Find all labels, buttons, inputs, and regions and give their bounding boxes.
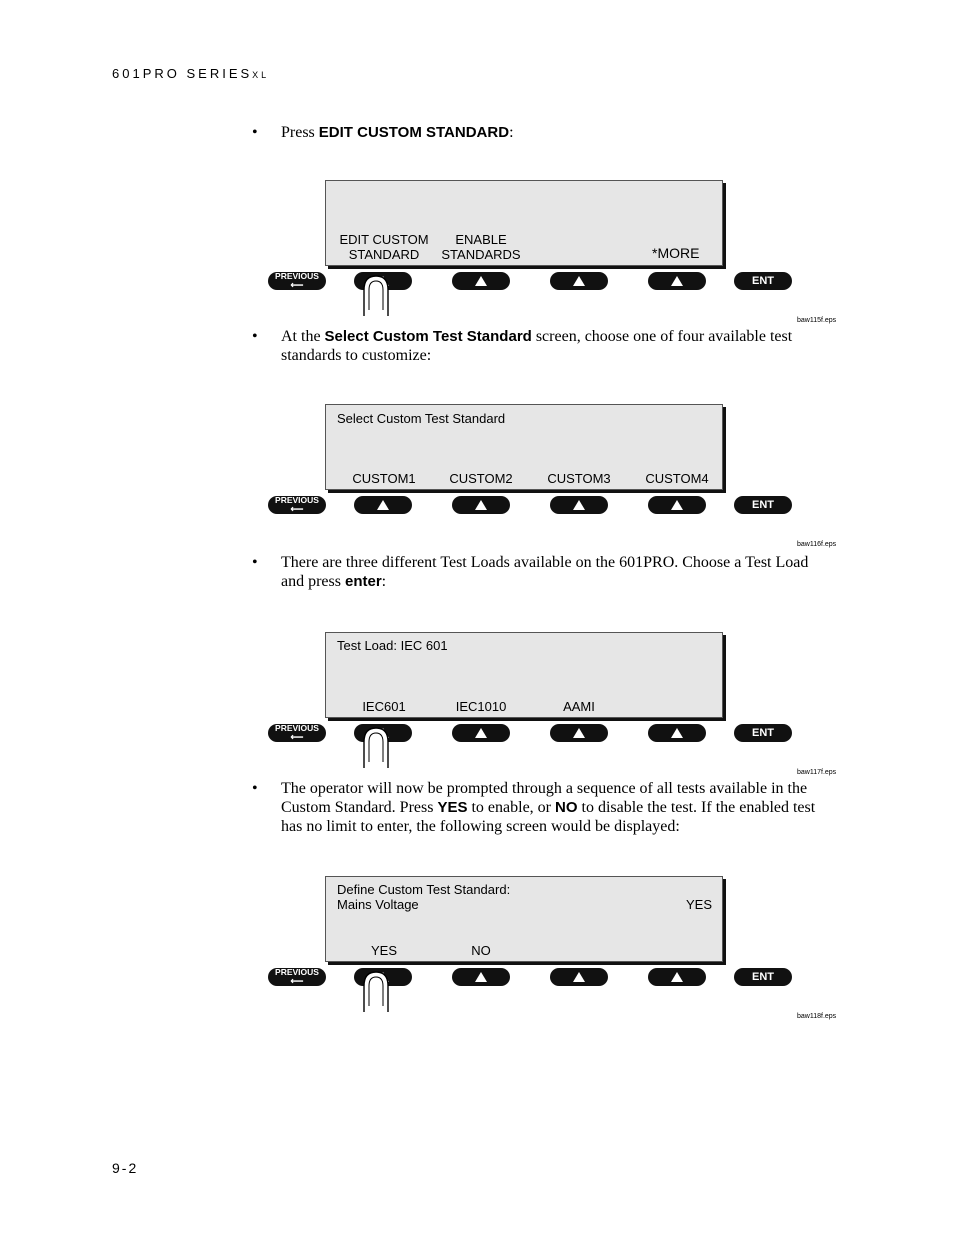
softkey-label-1: CUSTOM1 bbox=[352, 471, 416, 486]
triangle-up-icon bbox=[475, 276, 487, 286]
enter-button[interactable]: ENT bbox=[734, 496, 792, 514]
figure-label: baw118f.eps bbox=[797, 1013, 837, 1020]
enter-button[interactable]: ENT bbox=[734, 968, 792, 986]
triangle-up-icon bbox=[377, 500, 389, 510]
softkey-2-button[interactable] bbox=[452, 968, 510, 986]
previous-button[interactable]: PREVIOUS⟵ bbox=[268, 272, 326, 290]
triangle-up-icon bbox=[475, 972, 487, 982]
step-4: • The operator will now be prompted thro… bbox=[252, 780, 816, 835]
softkey-label-2: IEC1010 bbox=[455, 699, 507, 714]
lcd-screen: Define Custom Test Standard: Mains Volta… bbox=[325, 876, 723, 962]
screen-title: Select Custom Test Standard bbox=[337, 411, 506, 426]
softkey-label-3: AAMI bbox=[563, 699, 595, 714]
softkey-2-button[interactable] bbox=[452, 496, 510, 514]
softkey-2-button[interactable] bbox=[452, 272, 510, 290]
triangle-up-icon bbox=[573, 972, 585, 982]
figure-test-load: Test Load: IEC 601 IEC601 IEC1010 AAMI P… bbox=[266, 632, 846, 782]
enter-button[interactable]: ENT bbox=[734, 724, 792, 742]
finger-press-icon bbox=[363, 727, 389, 768]
enter-button[interactable]: ENT bbox=[734, 272, 792, 290]
key-row: PREVIOUS⟵ ENT bbox=[266, 724, 846, 768]
triangle-up-icon bbox=[475, 500, 487, 510]
header-subtitle: XL bbox=[252, 70, 270, 80]
arrow-left-icon: ⟵ bbox=[290, 976, 304, 986]
softkey-3-button[interactable] bbox=[550, 272, 608, 290]
figure-label: baw115f.eps bbox=[797, 317, 837, 324]
previous-button[interactable]: PREVIOUS⟵ bbox=[268, 496, 326, 514]
key-row: PREVIOUS⟵ ENT bbox=[266, 272, 846, 316]
softkey-label-2: CUSTOM2 bbox=[449, 471, 513, 486]
arrow-left-icon: ⟵ bbox=[290, 732, 304, 742]
softkey-label-1: IEC601 bbox=[362, 699, 406, 714]
softkey-2-button[interactable] bbox=[452, 724, 510, 742]
lcd-screen: Test Load: IEC 601 IEC601 IEC1010 AAMI bbox=[325, 632, 723, 718]
triangle-up-icon bbox=[573, 500, 585, 510]
step-3: • There are three different Test Loads a… bbox=[252, 554, 809, 590]
softkey-label-3: CUSTOM3 bbox=[547, 471, 611, 486]
screen-title: Test Load: IEC 601 bbox=[337, 638, 448, 653]
softkey-label-1: YES bbox=[370, 943, 397, 958]
arrow-left-icon: ⟵ bbox=[290, 280, 304, 290]
softkey-4-button[interactable] bbox=[648, 496, 706, 514]
softkey-1-button[interactable] bbox=[354, 496, 412, 514]
finger-press-icon bbox=[363, 275, 389, 316]
key-row: PREVIOUS⟵ ENT bbox=[266, 496, 846, 516]
screen-title: Define Custom Test Standard: bbox=[337, 882, 511, 897]
screen-subtitle: Mains Voltage bbox=[337, 897, 419, 912]
triangle-up-icon bbox=[671, 728, 683, 738]
key-row: PREVIOUS⟵ ENT bbox=[266, 968, 846, 1012]
softkey-label-2: NO bbox=[471, 943, 491, 958]
previous-button[interactable]: PREVIOUS⟵ bbox=[268, 724, 326, 742]
header-title: 601PRO SERIES bbox=[112, 66, 253, 81]
running-header: 601PRO SERIESXL bbox=[112, 66, 269, 81]
triangle-up-icon bbox=[671, 276, 683, 286]
triangle-up-icon bbox=[475, 728, 487, 738]
figure-select-custom-test-standard: Select Custom Test Standard CUSTOM1 CUST… bbox=[266, 404, 846, 554]
figure-label: baw117f.eps bbox=[797, 769, 837, 776]
softkey-label-4: CUSTOM4 bbox=[645, 471, 709, 486]
page-number: 9-2 bbox=[112, 1160, 139, 1176]
softkey-3-button[interactable] bbox=[550, 724, 608, 742]
softkey-3-button[interactable] bbox=[550, 496, 608, 514]
step-2: • At the Select Custom Test Standard scr… bbox=[252, 328, 793, 364]
step-1: • Press EDIT CUSTOM STANDARD: bbox=[252, 124, 514, 141]
softkey-4-button[interactable] bbox=[648, 724, 706, 742]
triangle-up-icon bbox=[573, 276, 585, 286]
softkey-4-button[interactable] bbox=[648, 272, 706, 290]
screen-value: YES bbox=[686, 897, 713, 912]
finger-press-icon bbox=[363, 971, 389, 1012]
triangle-up-icon bbox=[573, 728, 585, 738]
softkey-4-button[interactable] bbox=[648, 968, 706, 986]
softkey-label-4: *MORE bbox=[652, 245, 700, 261]
previous-button[interactable]: PREVIOUS⟵ bbox=[268, 968, 326, 986]
arrow-left-icon: ⟵ bbox=[290, 504, 304, 514]
figure-define-custom-test-standard: Define Custom Test Standard: Mains Volta… bbox=[266, 876, 846, 1026]
softkey-3-button[interactable] bbox=[550, 968, 608, 986]
triangle-up-icon bbox=[671, 500, 683, 510]
figure-label: baw116f.eps bbox=[797, 541, 837, 548]
lcd-screen: Select Custom Test Standard CUSTOM1 CUST… bbox=[325, 404, 723, 490]
triangle-up-icon bbox=[671, 972, 683, 982]
